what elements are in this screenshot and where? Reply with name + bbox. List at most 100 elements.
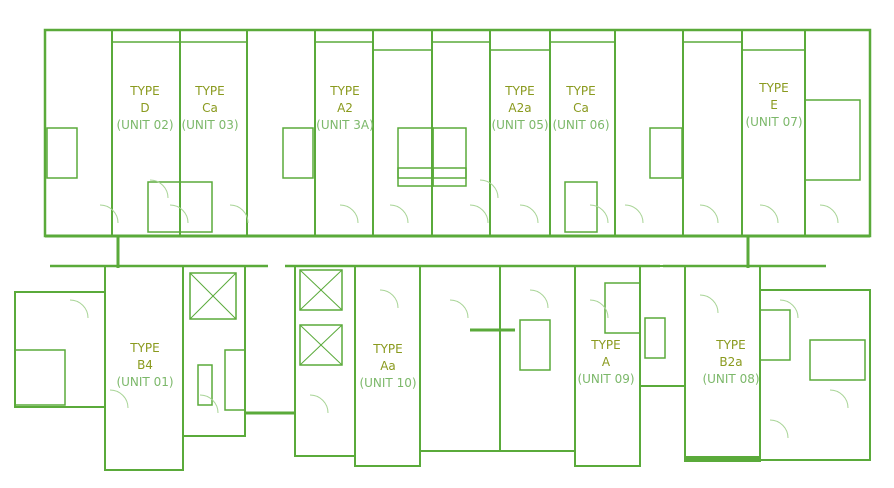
door-swing [229,204,249,224]
stair [197,364,213,406]
bathroom [432,127,467,179]
door-swing [479,179,499,199]
unit-10b [419,265,501,452]
unit-code: E [770,98,778,112]
balcony [179,29,248,43]
unit-label-07[interactable]: TYPE E (UNIT 07) [734,80,814,131]
unit-number: (UNIT 09) [577,372,635,386]
unit-type: TYPE [330,84,360,98]
bathroom [282,127,314,179]
door-swing [529,289,549,309]
door-swing [769,419,789,439]
door-swing [69,299,89,319]
bathroom [46,127,78,179]
balcony [489,29,551,51]
balcony [111,29,181,43]
unit-08-wing [759,289,871,461]
bathroom [564,181,598,233]
unit-code: D [140,101,150,115]
unit-type: TYPE [195,84,225,98]
elevator-x [299,324,343,366]
unit-number: (UNIT 08) [702,372,760,386]
door-swing [449,299,469,319]
stair-core [639,265,686,387]
unit-label-08[interactable]: TYPE B2a (UNIT 08) [691,337,771,388]
bathroom [809,339,866,381]
door-swing [199,394,219,414]
bathroom [604,282,641,334]
unit-label-01[interactable]: TYPE B4 (UNIT 01) [105,340,185,391]
elevator [189,272,237,320]
unit-code: A2 [337,101,353,115]
unit-label-10[interactable]: TYPE Aa (UNIT 10) [348,341,428,392]
unit-number: (UNIT 06) [552,118,610,132]
door-swing [819,204,839,224]
door-swing [469,204,489,224]
unit-label-05[interactable]: TYPE A2a (UNIT 05) [480,83,560,134]
unit-type: TYPE [716,338,746,352]
unit-number: (UNIT 3A) [316,118,374,132]
unit-code: Ca [573,101,589,115]
door-swing [109,389,129,409]
unit-label-3a[interactable]: TYPE A2 (UNIT 3A) [305,83,385,134]
balcony [372,29,433,51]
door-swing [759,204,779,224]
door-swing [99,204,119,224]
bathroom [759,309,791,361]
unit-label-06[interactable]: TYPE Ca (UNIT 06) [541,83,621,134]
unit-label-02[interactable]: TYPE D (UNIT 02) [105,83,185,134]
bathroom [804,99,861,181]
bathroom [147,181,181,233]
door-swing [589,299,609,319]
unit-code: Aa [380,359,396,373]
unit-number: (UNIT 07) [745,115,803,129]
unit-number: (UNIT 02) [116,118,174,132]
door-swing [519,204,539,224]
bathroom [224,349,246,411]
unit-type: TYPE [130,341,160,355]
unit-type: TYPE [566,84,596,98]
balcony [314,29,374,43]
door-swing [389,204,409,224]
unit-type: TYPE [591,338,621,352]
balcony [549,29,616,43]
door-swing [379,289,399,309]
unit-code: B2a [719,355,743,369]
door-swing [339,204,359,224]
unit-code: A [601,355,611,369]
bathroom [519,319,551,371]
bathroom [397,127,434,179]
balcony [682,29,743,43]
unit-number: (UNIT 03) [181,118,239,132]
elevator [299,324,343,366]
unit-label-09[interactable]: TYPE A (UNIT 09) [566,337,646,388]
balcony [741,29,806,51]
door-swing [624,204,644,224]
elevator [299,269,343,311]
door-swing [589,204,609,224]
door-swing [149,179,169,199]
stair [644,317,666,359]
bathroom [179,181,213,233]
unit-label-03[interactable]: TYPE Ca (UNIT 03) [170,83,250,134]
elevator-x [189,272,237,320]
door-swing [699,294,719,314]
unit-type: TYPE [373,342,403,356]
unit-code: Ca [202,101,218,115]
unit-type: TYPE [505,84,535,98]
unit-number: (UNIT 01) [116,375,174,389]
unit-number: (UNIT 05) [491,118,549,132]
unit-type: TYPE [759,81,789,95]
door-swing [699,204,719,224]
door-swing [779,299,799,319]
balcony [431,29,491,43]
door-swing [829,389,849,409]
unit-number: (UNIT 10) [359,376,417,390]
unit-code: B4 [137,358,153,372]
door-swing [309,394,329,414]
bathroom [649,127,683,179]
unit-code: A2a [508,101,532,115]
unit-09a [499,265,576,452]
